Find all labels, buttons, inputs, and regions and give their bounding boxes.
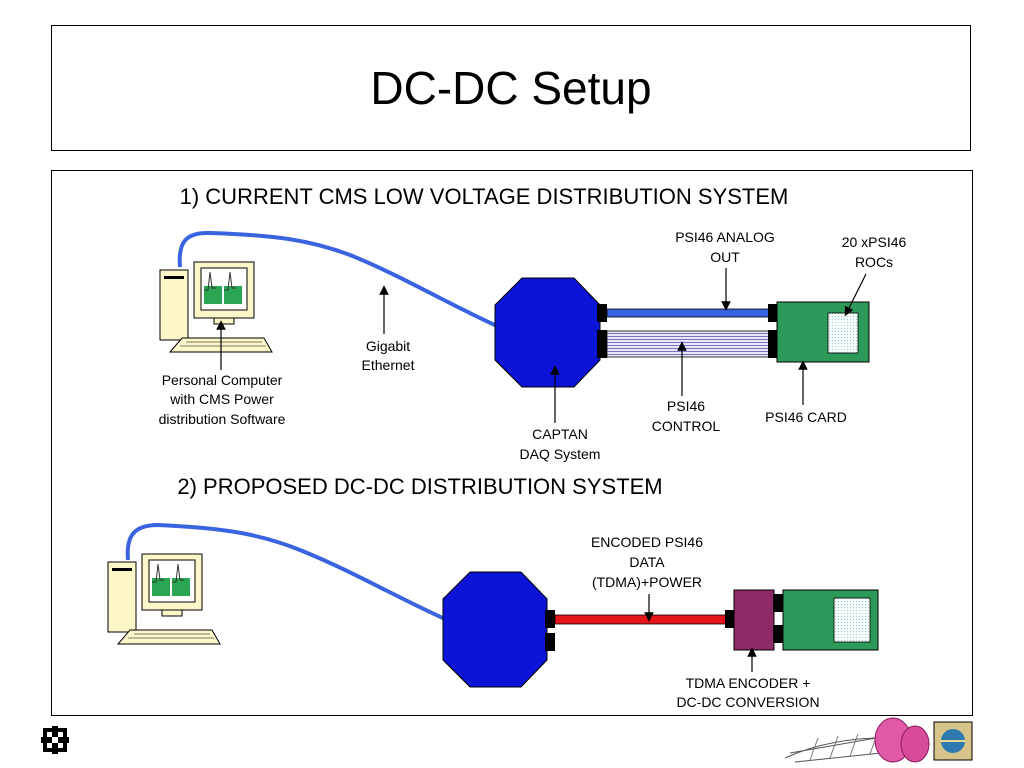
encoder-label-line1: TDMA ENCODER + <box>686 675 811 691</box>
cms-detector-graphic <box>784 717 930 763</box>
rocs-label-line1: 20 xPSI46 <box>842 234 907 250</box>
rocs-chip-2 <box>833 597 871 643</box>
analog-out-cable <box>606 308 770 318</box>
captan-label-line2: DAQ System <box>520 446 601 462</box>
computer-icon <box>159 261 273 353</box>
fermilab-logo <box>41 726 69 754</box>
pc-label-line1: Personal Computer <box>162 372 283 388</box>
rocs-chip <box>827 312 859 354</box>
control-label-line1: PSI46 <box>667 398 705 414</box>
encoder-label-line2: DC-DC CONVERSION <box>676 694 819 710</box>
analog-out-label-line2: OUT <box>710 249 740 265</box>
rocs-label-line2: ROCs <box>855 254 893 270</box>
encoded-label-line1: ENCODED PSI46 <box>591 534 703 550</box>
computer-icon <box>107 553 221 645</box>
gigabit-label-line1: Gigabit <box>366 338 410 354</box>
ethernet-cable-2 <box>125 522 446 621</box>
captan-octagon <box>494 277 601 388</box>
gigabit-label-line2: Ethernet <box>362 357 415 373</box>
control-label-line2: CONTROL <box>652 418 721 434</box>
analog-out-label-line1: PSI46 ANALOG <box>675 229 775 245</box>
ethernet-cable <box>177 230 498 328</box>
card-label: PSI46 CARD <box>765 409 847 425</box>
cms-logo <box>933 721 973 761</box>
slide-title: DC-DC Setup <box>370 62 652 114</box>
section2-heading: 2) PROPOSED DC-DC DISTRIBUTION SYSTEM <box>177 474 662 499</box>
captan-octagon-2 <box>442 571 548 688</box>
encoded-data-cable <box>554 614 728 625</box>
captan-label-line1: CAPTAN <box>532 426 588 442</box>
control-cable <box>606 330 770 358</box>
title-box: DC-DC Setup <box>51 25 971 151</box>
encoded-label-line2: DATA <box>629 554 665 570</box>
pc-label-line2: with CMS Power <box>169 391 274 407</box>
section1-heading: 1) CURRENT CMS LOW VOLTAGE DISTRIBUTION … <box>180 184 789 209</box>
pc-label-line3: distribution Software <box>159 411 286 427</box>
encoded-label-line3: (TDMA)+POWER <box>592 574 702 590</box>
content-box <box>51 170 973 716</box>
tdma-encoder-box <box>733 589 775 651</box>
